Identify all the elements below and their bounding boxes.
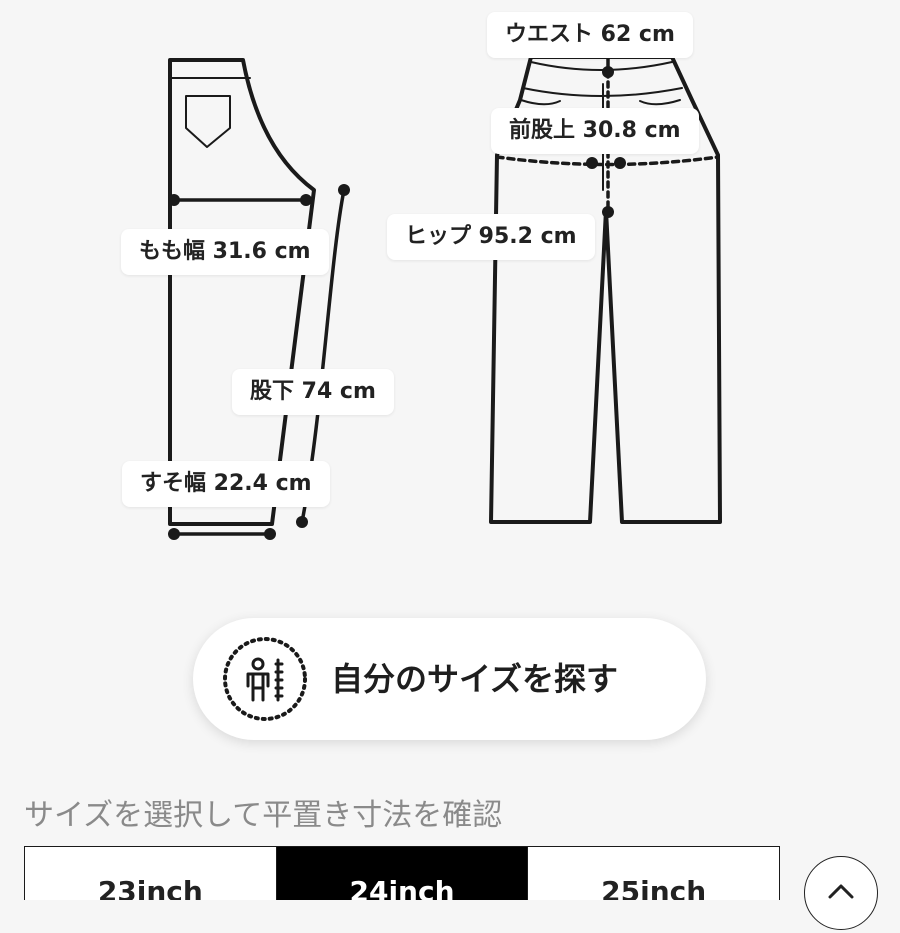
size-tabs: 23inch 24inch 25inch [24,846,780,900]
size-tab-24inch[interactable]: 24inch [276,847,529,900]
size-tab-25inch[interactable]: 25inch [601,875,707,900]
back-pocket [185,95,231,148]
inseam-label: 股下 74 cm [232,369,394,415]
size-selector-heading: サイズを選択して平置き寸法を確認 [24,798,503,833]
front-rise-label: 前股上 30.8 cm [491,108,699,154]
chevron-up-icon [828,884,854,899]
find-my-size-button[interactable]: 自分のサイズを探す [193,618,706,740]
person-measure-icon [223,637,307,721]
pants-side-outline [168,58,316,526]
pants-measurement-diagram [168,44,722,540]
hip-label: ヒップ 95.2 cm [387,214,595,260]
find-my-size-label: 自分のサイズを探す [331,660,619,698]
hem-width-label: すそ幅 22.4 cm [122,461,330,507]
scroll-up-button[interactable] [804,856,878,930]
waist-label: ウエスト 62 cm [487,12,693,58]
size-tab-23inch[interactable]: 23inch [25,847,277,900]
thigh-width-label: もも幅 31.6 cm [121,229,329,275]
